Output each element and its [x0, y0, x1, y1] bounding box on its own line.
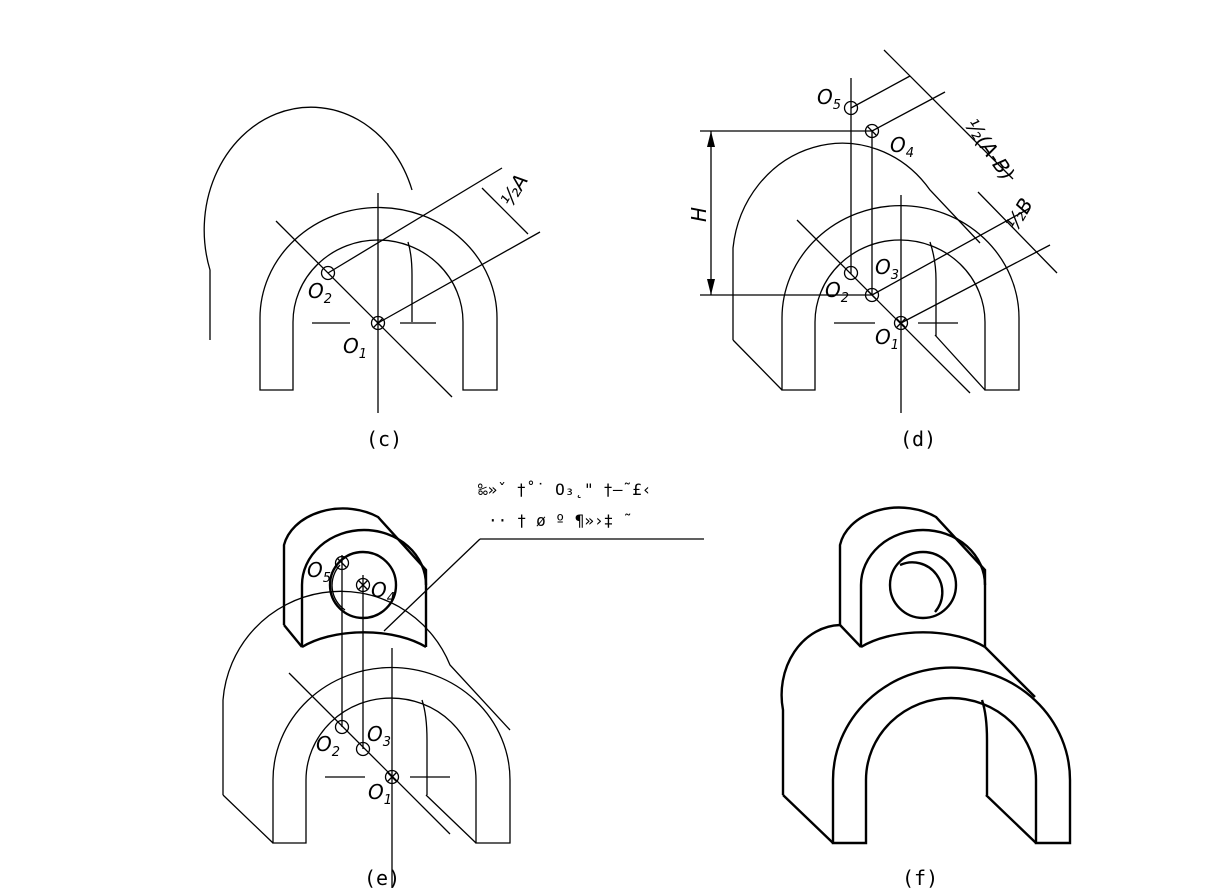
label-o2-d: O2 [825, 278, 849, 306]
label-o4-e: O4 [371, 578, 395, 606]
caption-e: (e) [364, 866, 400, 888]
center-o1-c [370, 315, 386, 331]
panel-e: ‰»ˇ †˚˙ O₃˛" †—˜£‹ ·· † ø º ¶»›‡ ˜ [222, 480, 704, 888]
caption-c: (c) [366, 427, 402, 451]
dim-h: H [687, 207, 711, 222]
panel-f: (f) [780, 506, 1072, 888]
label-o5-d: O5 [817, 85, 841, 113]
label-o2-c: O2 [308, 279, 332, 307]
dim-half-a-minus-b: ½(A-B) [960, 114, 1020, 185]
caption-f: (f) [902, 866, 938, 888]
label-o1-d: O1 [875, 325, 899, 353]
panel-c: O2 O1 ½A (c) [203, 106, 541, 451]
label-o1-c: O1 [343, 334, 367, 362]
label-o3-e: O3 [367, 722, 391, 750]
label-o1-e: O1 [368, 780, 392, 808]
note-line-1: ‰»ˇ †˚˙ O₃˛" †—˜£‹ [478, 480, 651, 499]
note-line-2: ·· † ø º ¶»›‡ ˜ [488, 511, 633, 530]
label-o2-e: O2 [316, 732, 340, 760]
label-o5-e: O5 [307, 558, 331, 586]
label-o3-d: O3 [875, 255, 899, 283]
center-o2-c [320, 265, 336, 281]
caption-d: (d) [900, 427, 936, 451]
dim-half-a: ½A [496, 170, 533, 211]
dim-half-b: ½B [1001, 194, 1038, 235]
panel-d: H O5 O4 O3 O2 O1 ½(A-B) ½B (d) [687, 49, 1058, 451]
label-o4-d: O4 [890, 133, 914, 161]
